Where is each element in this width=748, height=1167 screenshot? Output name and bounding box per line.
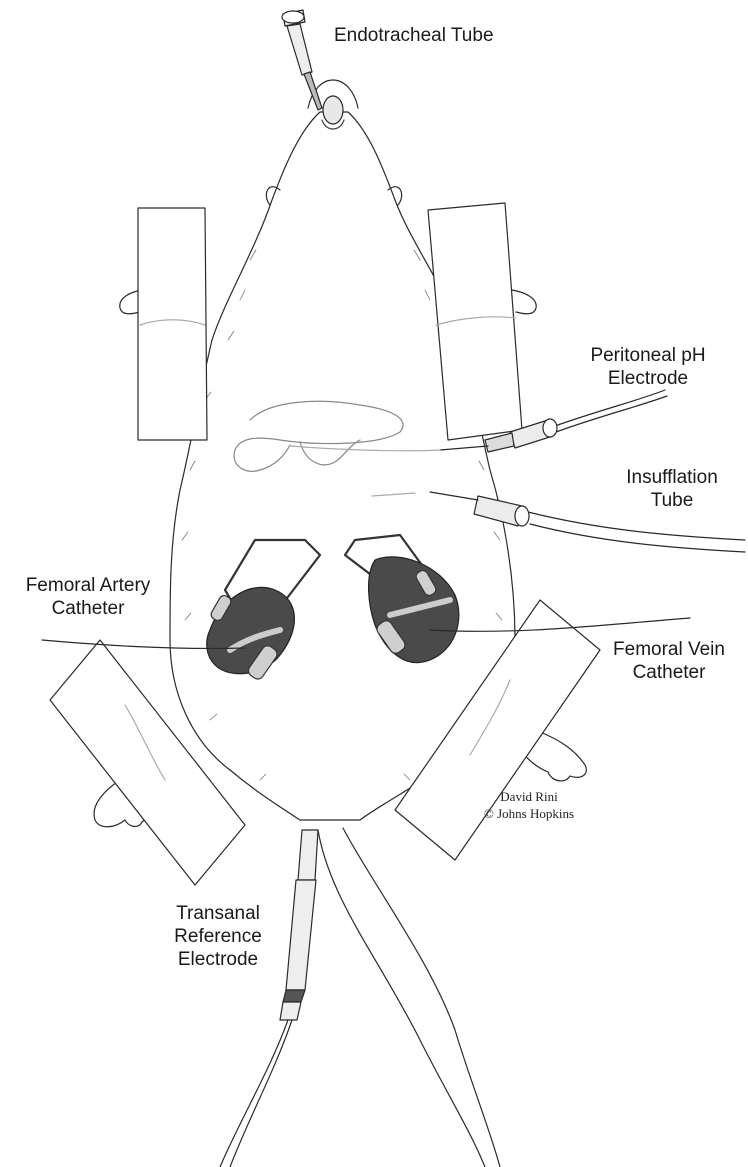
tape-upper-left (138, 208, 207, 440)
label-transanal-line-1: Transanal (160, 902, 276, 925)
label-transanal-reference-electrode: Transanal Reference Electrode (160, 902, 276, 971)
label-insufflation-line-1: Insufflation (610, 466, 734, 489)
label-femoral-vein-line-2: Catheter (600, 661, 738, 684)
front-paw-right (512, 290, 536, 314)
tail-edge (343, 828, 500, 1167)
label-peritoneal-line-1: Peritoneal pH (578, 344, 718, 367)
label-femoral-artery-line-1: Femoral Artery (8, 574, 168, 597)
tail (318, 830, 485, 1167)
label-peritoneal-line-2: Electrode (578, 367, 718, 390)
label-insufflation-line-2: Tube (610, 489, 734, 512)
endotracheal-tube (282, 10, 322, 110)
credit-institution: © Johns Hopkins (470, 805, 588, 822)
label-femoral-artery-catheter: Femoral Artery Catheter (8, 574, 168, 620)
credit-artist-name: David Rini (470, 788, 588, 805)
label-femoral-vein-line-1: Femoral Vein (600, 638, 738, 661)
label-femoral-artery-line-2: Catheter (8, 597, 168, 620)
label-endotracheal-tube: Endotracheal Tube (334, 24, 494, 47)
nose (323, 96, 343, 124)
transanal-reference-electrode (220, 830, 318, 1167)
label-peritoneal-ph-electrode: Peritoneal pH Electrode (578, 344, 718, 390)
label-insufflation-tube: Insufflation Tube (610, 466, 734, 512)
artist-credit: David Rini © Johns Hopkins (470, 788, 588, 822)
label-transanal-line-2: Reference (160, 925, 276, 948)
label-endotracheal-text: Endotracheal Tube (334, 24, 494, 47)
label-femoral-vein-catheter: Femoral Vein Catheter (600, 638, 738, 684)
label-transanal-line-3: Electrode (160, 948, 276, 971)
